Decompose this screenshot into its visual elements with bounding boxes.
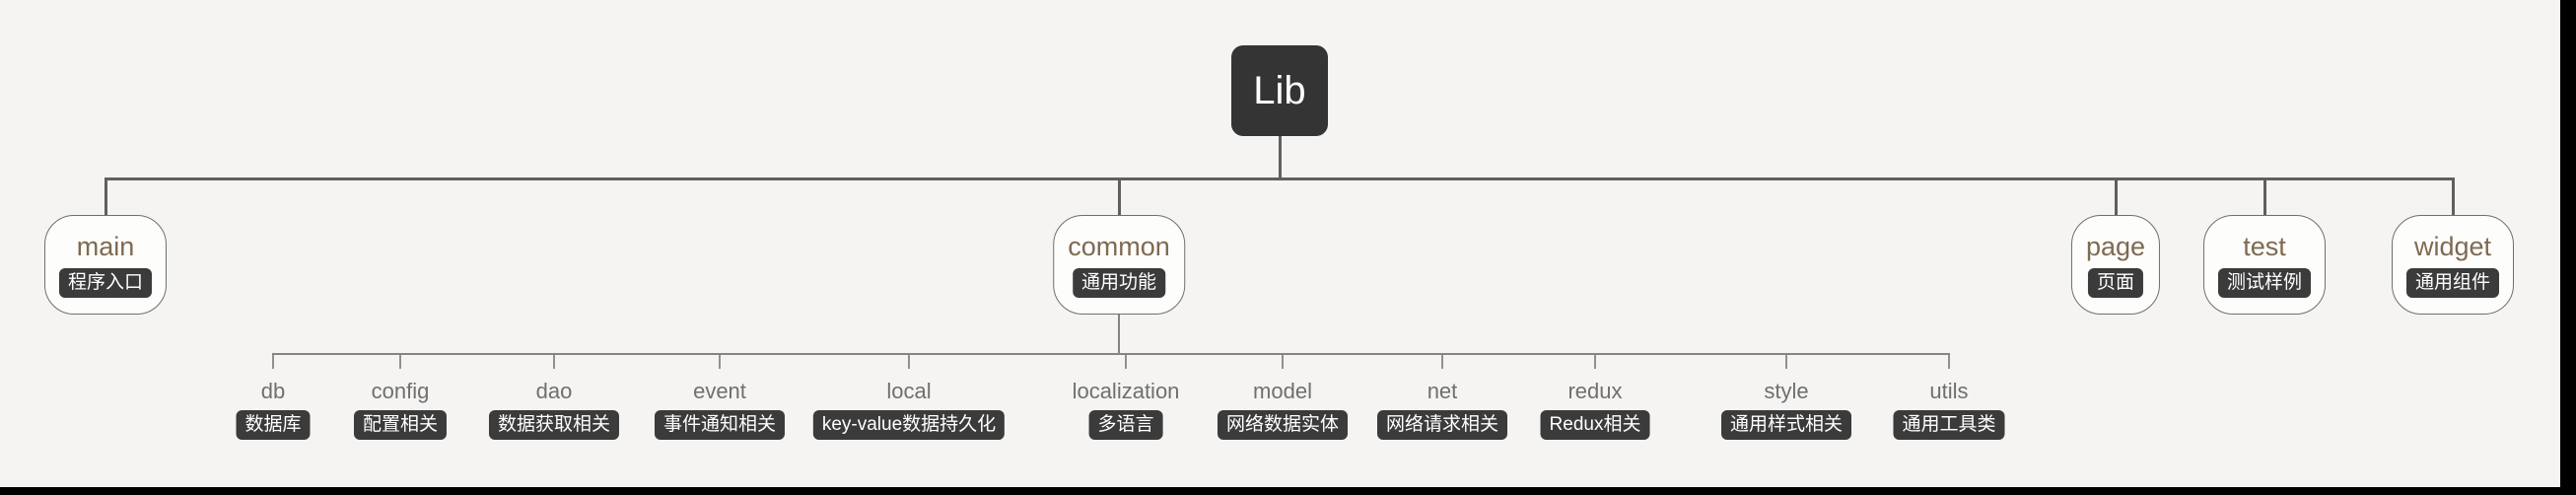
bottom-edge-strip <box>0 487 2576 495</box>
connector-drop-page <box>2115 178 2118 215</box>
node-test[interactable]: test 测试样例 <box>2202 215 2327 315</box>
connector-drop-common <box>1118 178 1121 215</box>
node-net[interactable]: net 网络请求相关 <box>1376 379 1508 441</box>
node-main[interactable]: main 程序入口 <box>43 215 168 315</box>
node-utils[interactable]: utils 通用工具类 <box>1893 379 2005 441</box>
node-badge: 通用样式相关 <box>1720 410 1852 441</box>
connector-tick-localization <box>1125 355 1127 369</box>
node-badge: key-value数据持久化 <box>812 410 1006 441</box>
node-badge: 数据库 <box>236 410 311 441</box>
node-page[interactable]: page 页面 <box>2070 215 2161 315</box>
node-title: test <box>2243 231 2286 261</box>
connector-tick-utils <box>1948 355 1950 369</box>
node-badge: 事件通知相关 <box>654 410 786 441</box>
node-title: config <box>371 379 430 403</box>
node-title: model <box>1253 379 1312 403</box>
connector-tick-net <box>1441 355 1443 369</box>
node-lib-label: Lib <box>1253 68 1306 112</box>
connector-tick-config <box>399 355 401 369</box>
connector-tick-dao <box>553 355 555 369</box>
node-model[interactable]: model 网络数据实体 <box>1217 379 1349 441</box>
node-badge: 通用工具类 <box>1893 410 2005 441</box>
node-local[interactable]: local key-value数据持久化 <box>812 379 1006 441</box>
connector-drop-test <box>2263 178 2266 215</box>
node-title: db <box>260 379 286 403</box>
node-badge: 测试样例 <box>2217 268 2312 299</box>
node-title: redux <box>1567 379 1623 403</box>
node-badge: 页面 <box>2087 268 2144 299</box>
node-badge: 通用功能 <box>1072 268 1165 299</box>
connector-l2-rail <box>104 177 2455 180</box>
node-widget[interactable]: widget 通用组件 <box>2391 215 2515 315</box>
node-badge: 网络请求相关 <box>1376 410 1508 441</box>
node-title: common <box>1068 231 1170 261</box>
connector-tick-local <box>908 355 910 369</box>
connector-drop-widget <box>2452 178 2455 215</box>
node-event[interactable]: event 事件通知相关 <box>654 379 786 441</box>
node-title: utils <box>1929 379 1969 403</box>
connector-tick-style <box>1785 355 1787 369</box>
node-badge: Redux相关 <box>1540 410 1650 441</box>
node-badge: 多语言 <box>1088 410 1163 441</box>
node-badge: 数据获取相关 <box>488 410 620 441</box>
node-title: dao <box>535 379 573 403</box>
node-badge: 通用组件 <box>2405 268 2500 299</box>
node-title: net <box>1427 379 1458 403</box>
node-badge: 配置相关 <box>353 410 448 441</box>
connector-l3-rail <box>272 353 1950 355</box>
connector-tick-redux <box>1594 355 1596 369</box>
node-localization[interactable]: localization 多语言 <box>1072 379 1180 441</box>
node-style[interactable]: style 通用样式相关 <box>1720 379 1852 441</box>
right-edge-strip <box>2560 0 2576 495</box>
node-title: localization <box>1072 379 1180 403</box>
node-badge: 程序入口 <box>58 268 153 299</box>
node-dao[interactable]: dao 数据获取相关 <box>488 379 620 441</box>
node-title: event <box>693 379 746 403</box>
node-common[interactable]: common 通用功能 <box>1053 215 1185 315</box>
connector-root-drop <box>1279 135 1282 178</box>
node-db[interactable]: db 数据库 <box>236 379 311 441</box>
node-title: style <box>1764 379 1809 403</box>
connector-tick-event <box>719 355 721 369</box>
connector-tick-model <box>1282 355 1284 369</box>
node-title: widget <box>2413 231 2492 261</box>
node-title: main <box>76 231 135 261</box>
node-title: local <box>886 379 932 403</box>
connector-drop-main <box>104 178 107 215</box>
node-badge: 网络数据实体 <box>1217 410 1349 441</box>
node-config[interactable]: config 配置相关 <box>353 379 448 441</box>
node-title: page <box>2085 231 2146 261</box>
connector-tick-db <box>272 355 274 369</box>
connector-common-drop <box>1118 315 1120 354</box>
node-redux[interactable]: redux Redux相关 <box>1540 379 1650 441</box>
node-lib[interactable]: Lib <box>1231 45 1328 136</box>
